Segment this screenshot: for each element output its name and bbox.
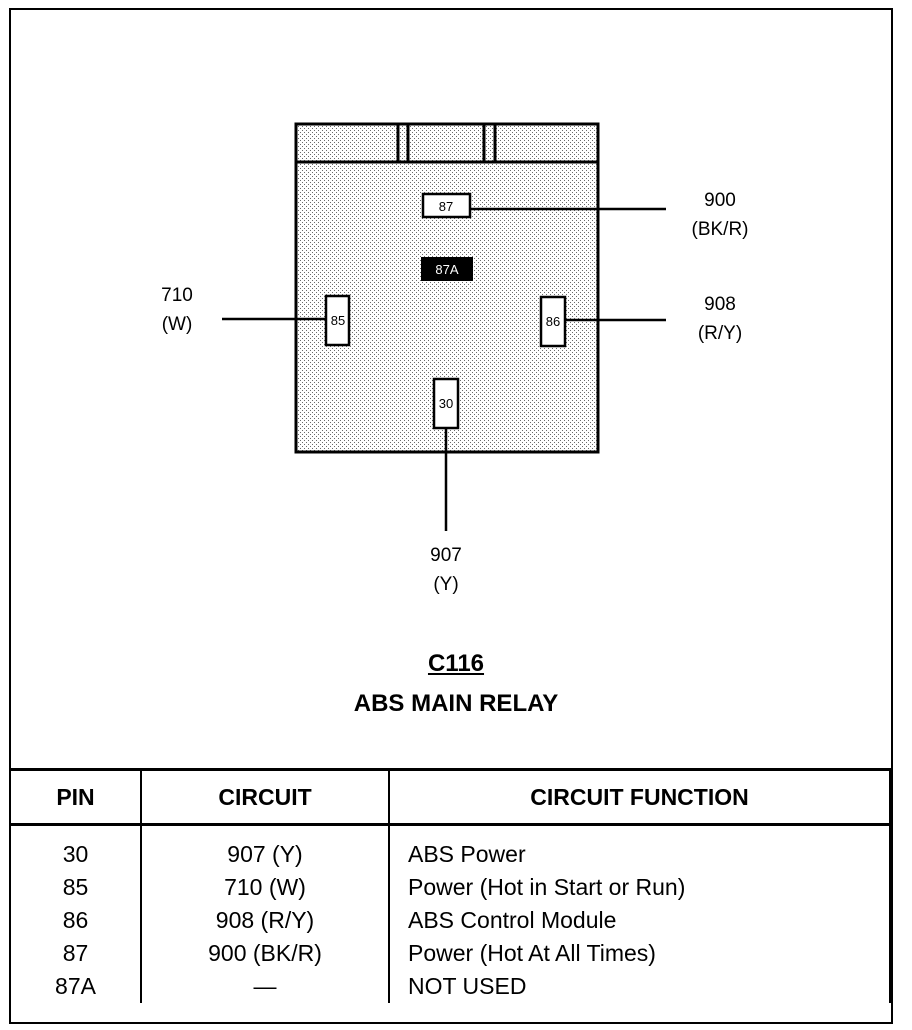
- table-row: 87 900 (BK/R) Power (Hot At All Times): [9, 937, 891, 970]
- row-pin: 86: [9, 904, 142, 937]
- connector-id: C116: [427, 650, 485, 677]
- row-function: Power (Hot At All Times): [388, 937, 891, 970]
- row-pin: 30: [9, 824, 142, 871]
- wire-908-label: 908 (R/Y): [675, 290, 765, 348]
- row-pin: 87: [9, 937, 142, 970]
- table-row: 85 710 (W) Power (Hot in Start or Run): [9, 871, 891, 904]
- cavity-86: [539, 295, 567, 348]
- cavity-87a-label: 87A: [435, 262, 458, 277]
- cavity-87a: [421, 257, 473, 281]
- connector-name: ABS MAIN RELAY: [353, 690, 559, 717]
- cavity-30-label: 30: [439, 396, 453, 411]
- row-circuit: 908 (R/Y): [140, 904, 390, 937]
- cavity-87: [421, 192, 472, 219]
- row-function: ABS Control Module: [388, 904, 891, 937]
- page-frame: [9, 8, 893, 1024]
- table-row: 30 907 (Y) ABS Power: [9, 824, 891, 871]
- row-circuit: 907 (Y): [140, 824, 390, 871]
- wire-907-label: 907 (Y): [401, 541, 491, 599]
- cavity-86-label: 86: [546, 314, 560, 329]
- wire-900-circuit: 900: [704, 190, 736, 211]
- header-circuit: CIRCUIT: [140, 768, 390, 826]
- cavity-30: [432, 377, 460, 430]
- row-function: NOT USED: [388, 970, 891, 1003]
- table-header-row: PIN CIRCUIT CIRCUIT FUNCTION: [9, 768, 891, 826]
- wire-907-color: (Y): [433, 574, 459, 595]
- wire-907-circuit: 907: [430, 545, 462, 566]
- row-circuit: 900 (BK/R): [140, 937, 390, 970]
- row-circuit: 710 (W): [140, 871, 390, 904]
- header-function: CIRCUIT FUNCTION: [388, 768, 891, 826]
- wire-900-color: (BK/R): [691, 219, 749, 240]
- cavity-87-label: 87: [439, 199, 453, 214]
- wire-710-label: 710 (W): [132, 281, 222, 339]
- row-function: ABS Power: [388, 824, 891, 871]
- wire-908-circuit: 908: [704, 294, 736, 315]
- relay-connector-diagram: 87 87A 85 86 30: [222, 122, 666, 531]
- header-pin: PIN: [9, 768, 142, 826]
- row-function: Power (Hot in Start or Run): [388, 871, 891, 904]
- table-row: 87A — NOT USED: [9, 970, 891, 1003]
- cavity-85: [324, 294, 351, 347]
- row-circuit: —: [140, 970, 390, 1003]
- wire-710-circuit: 710: [161, 285, 193, 306]
- cavity-85-label: 85: [331, 313, 345, 328]
- wire-900-label: 900 (BK/R): [675, 186, 765, 244]
- wire-710-color: (W): [161, 314, 193, 335]
- pin-table: PIN CIRCUIT CIRCUIT FUNCTION 30 907 (Y) …: [9, 768, 891, 1003]
- table-row: 86 908 (R/Y) ABS Control Module: [9, 904, 891, 937]
- row-pin: 87A: [9, 970, 142, 1003]
- wire-908-color: (R/Y): [697, 323, 743, 344]
- row-pin: 85: [9, 871, 142, 904]
